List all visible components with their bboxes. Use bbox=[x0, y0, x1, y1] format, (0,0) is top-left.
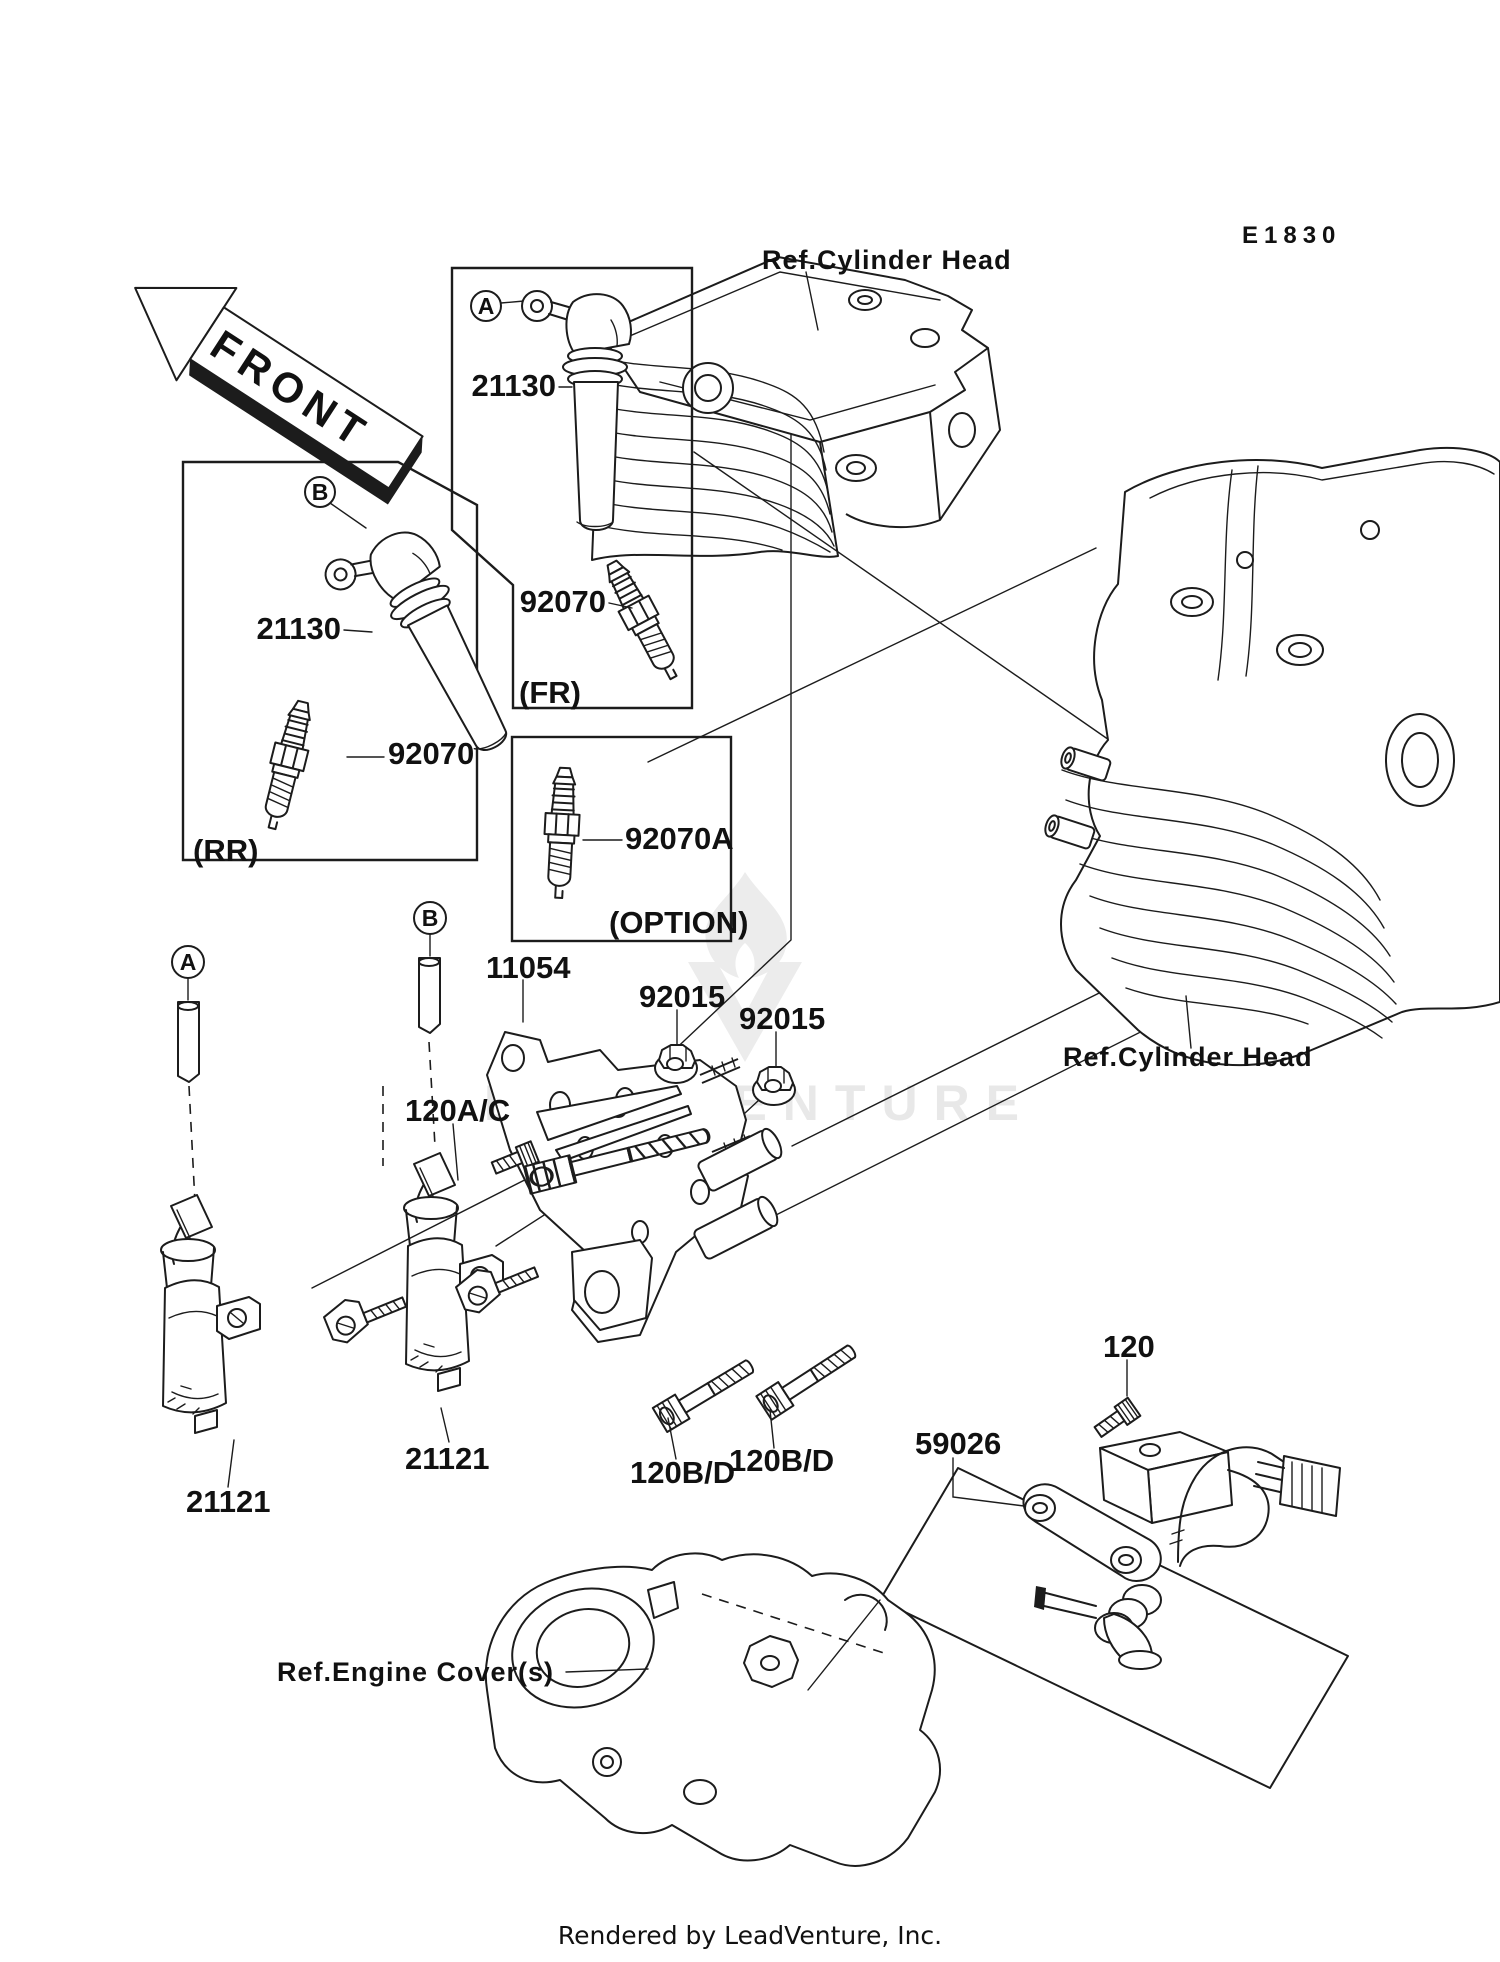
nut-92015-1 bbox=[654, 1044, 698, 1084]
part-label-120: 120 bbox=[1103, 1329, 1155, 1364]
cylinder-head-right-drawing bbox=[1044, 446, 1500, 1067]
coil-left-bolt bbox=[320, 1278, 412, 1348]
part-label-92015-2: 92015 bbox=[739, 1001, 825, 1036]
spark-plug-option bbox=[540, 766, 583, 900]
part-label-92015-1: 92015 bbox=[639, 979, 725, 1014]
leadventure-flame-icon bbox=[705, 872, 787, 978]
leadventure-v-icon bbox=[688, 962, 802, 1062]
callout-a-label-coil: A bbox=[180, 949, 197, 975]
part-label-92070a: 92070A bbox=[625, 821, 734, 856]
part-label-59026: 59026 bbox=[915, 1426, 1001, 1461]
part-label-21130-rr: 21130 bbox=[257, 611, 342, 646]
tag-label-option: (OPTION) bbox=[609, 905, 749, 940]
crankshaft-sensor-drawing bbox=[1022, 1431, 1341, 1670]
spark-plug-rr bbox=[254, 696, 321, 834]
rr-parts-box: B bbox=[181, 460, 528, 862]
part-label-11054: 11054 bbox=[486, 950, 571, 985]
part-label-120bd-2: 120B/D bbox=[729, 1443, 834, 1478]
ignition-coils-drawing: A B bbox=[160, 901, 544, 1434]
callout-a-circle-fr bbox=[470, 290, 502, 322]
option-parts-box bbox=[510, 735, 733, 943]
tag-label-fr: (FR) bbox=[519, 675, 581, 710]
callout-b-label-coil: B bbox=[422, 905, 439, 931]
front-direction-sign: FRONT bbox=[134, 286, 424, 505]
part-label-21121-left: 21121 bbox=[186, 1484, 271, 1519]
ref-engine-cover-label: Ref.Engine Cover(s) bbox=[277, 1657, 554, 1687]
label-leader-lines bbox=[227, 271, 1192, 1673]
callout-a-label-fr: A bbox=[478, 293, 495, 319]
part-label-21121-right: 21121 bbox=[405, 1441, 490, 1476]
page-code-label: E1830 bbox=[1242, 222, 1341, 249]
bracket-11054-drawing bbox=[486, 1031, 796, 1343]
footer-credit: Rendered by LeadVenture, Inc. bbox=[558, 1921, 942, 1950]
callout-b-circle-rr bbox=[304, 476, 336, 508]
engine-cover-drawing bbox=[484, 1467, 1349, 1867]
part-label-21130-fr: 21130 bbox=[472, 368, 557, 403]
ignition-coil-left bbox=[160, 1194, 261, 1434]
ref-cylinder-head-top-label: Ref.Cylinder Head bbox=[762, 245, 1012, 275]
fr-parts-box: A bbox=[450, 266, 694, 710]
tag-label-rr: (RR) bbox=[193, 833, 258, 868]
bolt-120 bbox=[1090, 1396, 1142, 1443]
part-label-92070-rr: 92070 bbox=[388, 736, 474, 771]
spark-plug-fr bbox=[595, 554, 690, 687]
cylinder-head-top-drawing bbox=[591, 256, 1001, 561]
part-label-120ac: 120A/C bbox=[405, 1093, 510, 1128]
part-label-92070-fr: 92070 bbox=[520, 584, 606, 619]
callout-b-label-rr: B bbox=[312, 479, 329, 505]
ref-cylinder-head-right-label: Ref.Cylinder Head bbox=[1063, 1042, 1313, 1072]
bolt-120bd-2 bbox=[755, 1337, 862, 1421]
spark-plug-cap-fr bbox=[521, 290, 632, 531]
part-labels: E1830 Ref.Cylinder Head Ref.Cylinder Hea… bbox=[186, 222, 1341, 1950]
nut-92015-2 bbox=[752, 1066, 796, 1106]
part-label-120bd-1: 120B/D bbox=[630, 1455, 735, 1490]
